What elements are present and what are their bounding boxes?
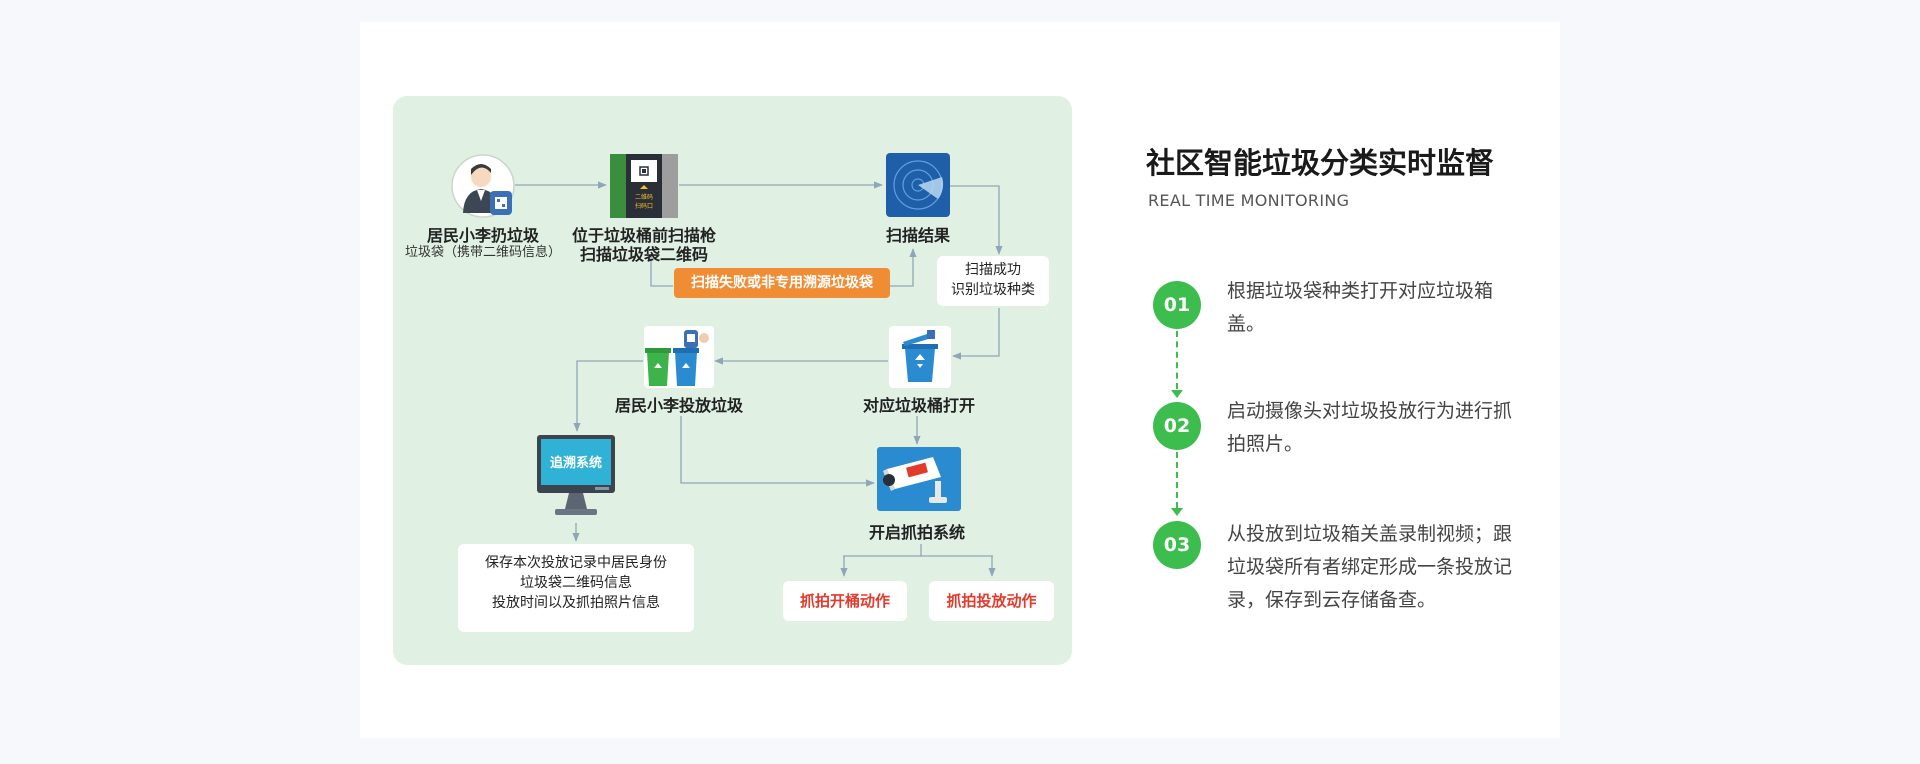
save-line2: 垃圾袋二维码信息 <box>520 575 632 591</box>
save-line3: 投放时间以及抓拍照片信息 <box>492 595 660 611</box>
step-1-text: 根据垃圾袋种类打开对应垃圾箱盖。 <box>1227 280 1494 335</box>
scanner-screen-line1: 二维码 <box>635 193 653 201</box>
page-subtitle: REAL TIME MONITORING <box>1148 191 1350 210</box>
success-line2: 识别垃圾种类 <box>951 282 1035 298</box>
step-arrow-1-icon <box>1171 390 1183 398</box>
flow-diagram: 居民小李扔垃圾 垃圾袋（携带二维码信息） 二维码 扫码口 位于垃圾桶前扫描枪 扫… <box>393 96 1072 665</box>
scanner-screen-line2: 扫码口 <box>635 202 653 210</box>
step-2-text: 启动摄像头对垃圾投放行为进行抓拍照片。 <box>1227 400 1513 455</box>
snap-dispose-tag: 抓拍投放动作 <box>929 581 1054 621</box>
step-connector-2 <box>1176 452 1178 508</box>
success-line1: 扫描成功 <box>965 262 1021 278</box>
scanner-label-line1: 位于垃圾桶前扫描枪 <box>571 226 716 245</box>
dispose-label: 居民小李投放垃圾 <box>614 396 743 415</box>
step-2-badge: 02 <box>1153 402 1201 450</box>
save-line1: 保存本次投放记录中居民身份 <box>485 555 667 571</box>
trace-screen-label: 追溯系统 <box>550 455 602 471</box>
scan-success-box: 扫描成功 识别垃圾种类 <box>937 256 1049 306</box>
line-scanner-fail <box>650 256 673 287</box>
step-arrow-2-icon <box>1171 508 1183 516</box>
arrow-success-bin <box>952 308 1000 360</box>
save-record-box: 保存本次投放记录中居民身份 垃圾袋二维码信息 投放时间以及抓拍照片信息 <box>458 544 694 632</box>
arrow-dispose-trace <box>573 360 643 432</box>
arrow-fail-result <box>890 248 917 287</box>
arrow-dispose-camera <box>680 416 875 487</box>
scan-fail-tag: 扫描失败或非专用溯源垃圾袋 <box>674 268 890 298</box>
scanner-label-line2: 扫描垃圾袋二维码 <box>579 245 708 264</box>
step-1-badge: 01 <box>1153 281 1201 329</box>
page-title: 社区智能垃圾分类实时监督 <box>1146 146 1495 180</box>
step-3-text: 从投放到垃圾箱关盖录制视频；跟垃圾袋所有者绑定形成一条投放记录，保存到云存储备查… <box>1227 523 1513 611</box>
trace-monitor-icon: 追溯系统 <box>535 435 617 523</box>
arrow-result-success <box>950 185 1003 255</box>
result-title: 扫描结果 <box>885 226 950 245</box>
bin-open-label: 对应垃圾桶打开 <box>862 396 975 415</box>
resident-avatar-icon <box>450 153 516 219</box>
step-connector-1 <box>1176 331 1178 389</box>
radar-icon <box>886 153 950 217</box>
snap-open-tag: 抓拍开桶动作 <box>783 581 907 621</box>
dispose-bins-icon <box>644 326 714 388</box>
camera-icon <box>877 447 961 511</box>
camera-label: 开启抓拍系统 <box>868 523 965 542</box>
open-bin-icon <box>889 326 951 388</box>
resident-subtitle: 垃圾袋（携带二维码信息） <box>404 245 561 260</box>
qr-scanner-icon: 二维码 扫码口 <box>610 154 678 218</box>
step-3-badge: 03 <box>1153 521 1201 569</box>
flow-connectors <box>515 181 1003 577</box>
resident-title: 居民小李扔垃圾 <box>426 226 539 245</box>
